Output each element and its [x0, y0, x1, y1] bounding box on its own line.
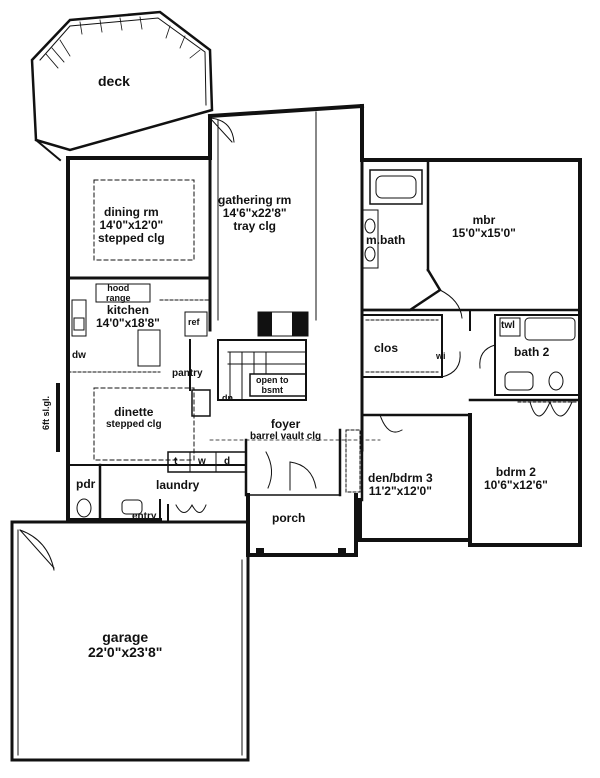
laundry-walls	[76, 451, 247, 522]
dining-room-label: dining rm 14'0"x12'0" stepped clg	[98, 205, 165, 246]
porch-label: porch	[272, 511, 306, 525]
hood-range-label: hood range	[106, 283, 131, 303]
pantry-label: pantry	[172, 368, 203, 379]
foyer-label: foyer barrel vault clg	[250, 417, 322, 443]
refrigerator-label: ref	[188, 317, 200, 327]
den-walls	[345, 413, 472, 502]
closet-label: clos	[374, 341, 399, 355]
dinette-label: dinette stepped clg	[106, 405, 162, 431]
deck-outline	[30, 10, 214, 162]
walk-in-label: wi	[436, 351, 446, 361]
sliding-glass-door-label: 6ft sl.gl.	[41, 395, 52, 430]
stairs	[217, 339, 307, 401]
toilet-label: t	[174, 456, 178, 467]
bath2-walls	[479, 314, 581, 396]
closet-walls	[361, 314, 461, 378]
kitchen-label: kitchen 14'0"x18'8"	[96, 303, 160, 331]
foyer-walls	[209, 428, 381, 497]
deck-label: deck	[98, 73, 130, 89]
stairs-down-label: dn	[222, 393, 233, 403]
towel-label: twl	[501, 320, 515, 331]
fireplace	[257, 311, 309, 337]
dryer-label: d	[224, 456, 231, 467]
powder-room-label: pdr	[76, 477, 96, 491]
washer-label: w	[198, 456, 206, 467]
garage-label: garage 22'0"x23'8"	[88, 629, 163, 661]
porch-columns	[256, 548, 346, 556]
gathering-tray-lines	[217, 111, 317, 321]
dining-stepped-ceiling	[93, 179, 195, 261]
bedroom2-label: bdrm 2 10'6"x12'6"	[484, 465, 548, 493]
entry-label: entry	[132, 511, 157, 522]
open-to-basement-label: open to bsmt	[256, 375, 289, 395]
den-bedroom3-label: den/bdrm 3 11'2"x12'0"	[368, 471, 433, 499]
master-bath-label: m.bath	[366, 233, 406, 247]
kitchen-walls	[66, 276, 212, 417]
gathering-room-label: gathering rm 14'6"x22'8" tray clg	[218, 193, 292, 234]
master-suite-walls	[360, 158, 582, 452]
master-bedroom-label: mbr 15'0"x15'0"	[452, 213, 516, 241]
garage-walls	[10, 520, 250, 762]
laundry-label: laundry	[156, 478, 200, 492]
bedroom2-walls	[468, 398, 582, 417]
dishwasher-label: dw	[72, 350, 86, 361]
bath2-label: bath 2	[514, 345, 550, 359]
